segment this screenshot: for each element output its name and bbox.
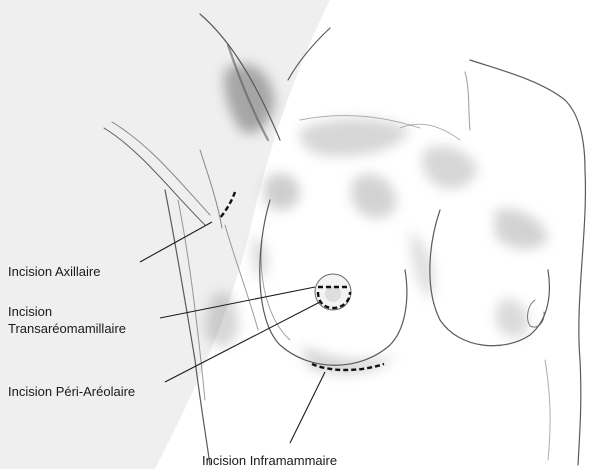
label-incision-transareomamillaire-line2: Transaréomamillaire xyxy=(8,321,126,337)
label-incision-inframammaire: Incision Inframammaire xyxy=(202,453,337,469)
label-incision-axillaire: Incision Axillaire xyxy=(8,264,101,280)
pencil-shading xyxy=(205,64,548,373)
callout-inframammaire xyxy=(290,372,325,443)
label-incision-transareomamillaire-line1: Incision xyxy=(8,304,52,320)
label-incision-peri-areolaire: Incision Péri-Aréolaire xyxy=(8,384,135,400)
areola xyxy=(315,274,351,310)
